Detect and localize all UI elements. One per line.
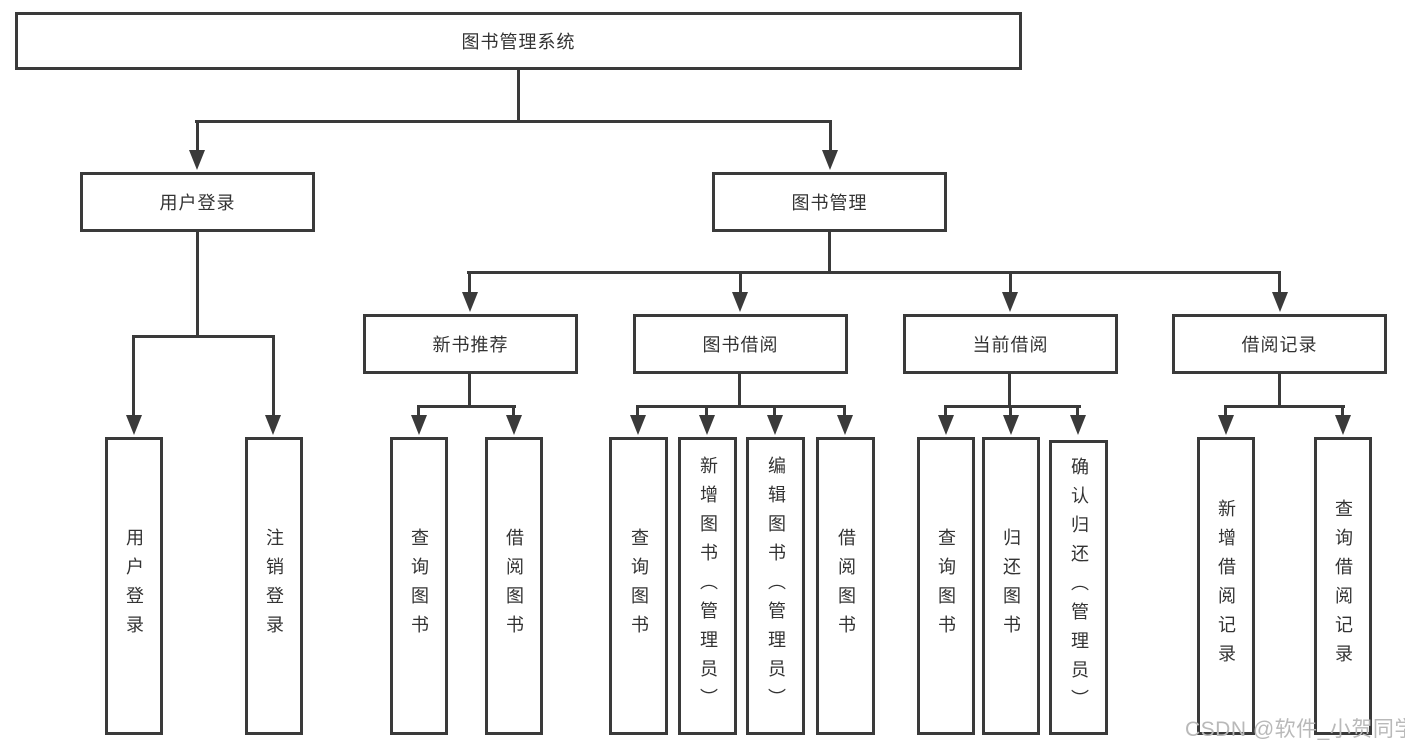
leaf-node-borrow-books: 借阅图书	[816, 437, 875, 735]
arrow-down-icon	[837, 415, 853, 435]
connector-hline	[417, 405, 516, 408]
arrow-down-icon	[732, 292, 748, 312]
arrow-down-icon	[462, 292, 478, 312]
section-node-new-book-recommend: 新书推荐	[363, 314, 578, 374]
connector-vline	[196, 120, 199, 153]
watermark: CSDN @软件_小贺同学	[1185, 718, 1405, 741]
connector-hline	[195, 120, 832, 123]
arrow-down-icon	[630, 415, 646, 435]
arrow-down-icon	[126, 415, 142, 435]
leaf-node-return-books: 归还图书	[982, 437, 1040, 735]
connector-vline	[1278, 374, 1281, 408]
section-node-current-borrow: 当前借阅	[903, 314, 1118, 374]
leaf-node-logout: 注销登录	[245, 437, 303, 735]
leaf-node-borrow-books-recommend: 借阅图书	[485, 437, 543, 735]
arrow-down-icon	[411, 415, 427, 435]
arrow-down-icon	[699, 415, 715, 435]
connector-vline	[636, 405, 639, 419]
connector-hline	[1224, 405, 1345, 408]
arrow-down-icon	[1218, 415, 1234, 435]
arrow-down-icon	[767, 415, 783, 435]
leaf-node-edit-book-admin: 编辑图书（管理员）	[746, 437, 805, 735]
section-node-book-borrow: 图书借阅	[633, 314, 848, 374]
arrow-down-icon	[822, 150, 838, 170]
arrow-down-icon	[1070, 415, 1086, 435]
leaf-node-user-login: 用户登录	[105, 437, 163, 735]
connector-hline	[636, 405, 846, 408]
connector-vline	[739, 271, 742, 295]
connector-vline	[272, 335, 275, 418]
leaf-node-query-books-current: 查询图书	[917, 437, 975, 735]
connector-vline	[468, 374, 471, 408]
connector-vline	[738, 374, 741, 408]
connector-vline	[944, 405, 947, 419]
arrow-down-icon	[938, 415, 954, 435]
branch-node-book-management: 图书管理	[712, 172, 947, 232]
leaf-node-add-book-admin: 新增图书（管理员）	[678, 437, 737, 735]
connector-vline	[417, 405, 420, 419]
connector-vline	[1341, 405, 1344, 419]
leaf-node-add-borrow-record: 新增借阅记录	[1197, 437, 1255, 735]
connector-vline	[843, 405, 846, 419]
arrow-down-icon	[265, 415, 281, 435]
connector-vline	[1224, 405, 1227, 419]
root-node-library-system: 图书管理系统	[15, 12, 1022, 70]
connector-vline	[132, 335, 135, 418]
arrow-down-icon	[506, 415, 522, 435]
connector-hline	[132, 335, 275, 338]
connector-vline	[1076, 405, 1079, 419]
arrow-down-icon	[189, 150, 205, 170]
connector-vline	[773, 405, 776, 419]
connector-hline	[944, 405, 1081, 408]
connector-vline	[1009, 405, 1012, 419]
arrow-down-icon	[1335, 415, 1351, 435]
connector-vline	[1009, 271, 1012, 295]
arrow-down-icon	[1272, 292, 1288, 312]
leaf-node-query-borrow-record: 查询借阅记录	[1314, 437, 1372, 735]
arrow-down-icon	[1003, 415, 1019, 435]
connector-vline	[468, 271, 471, 295]
leaf-node-confirm-return-admin: 确认归还（管理员）	[1049, 440, 1108, 735]
connector-vline	[512, 405, 515, 419]
connector-hline	[467, 271, 1281, 274]
connector-vline	[196, 232, 199, 338]
arrow-down-icon	[1002, 292, 1018, 312]
connector-vline	[1008, 374, 1011, 408]
connector-vline	[828, 232, 831, 274]
connector-vline	[829, 120, 832, 153]
connector-vline	[517, 70, 520, 122]
section-node-borrow-records: 借阅记录	[1172, 314, 1387, 374]
connector-vline	[1278, 271, 1281, 295]
leaf-node-query-books-borrow: 查询图书	[609, 437, 668, 735]
connector-vline	[705, 405, 708, 419]
leaf-node-query-books-recommend: 查询图书	[390, 437, 448, 735]
branch-node-user-login: 用户登录	[80, 172, 315, 232]
